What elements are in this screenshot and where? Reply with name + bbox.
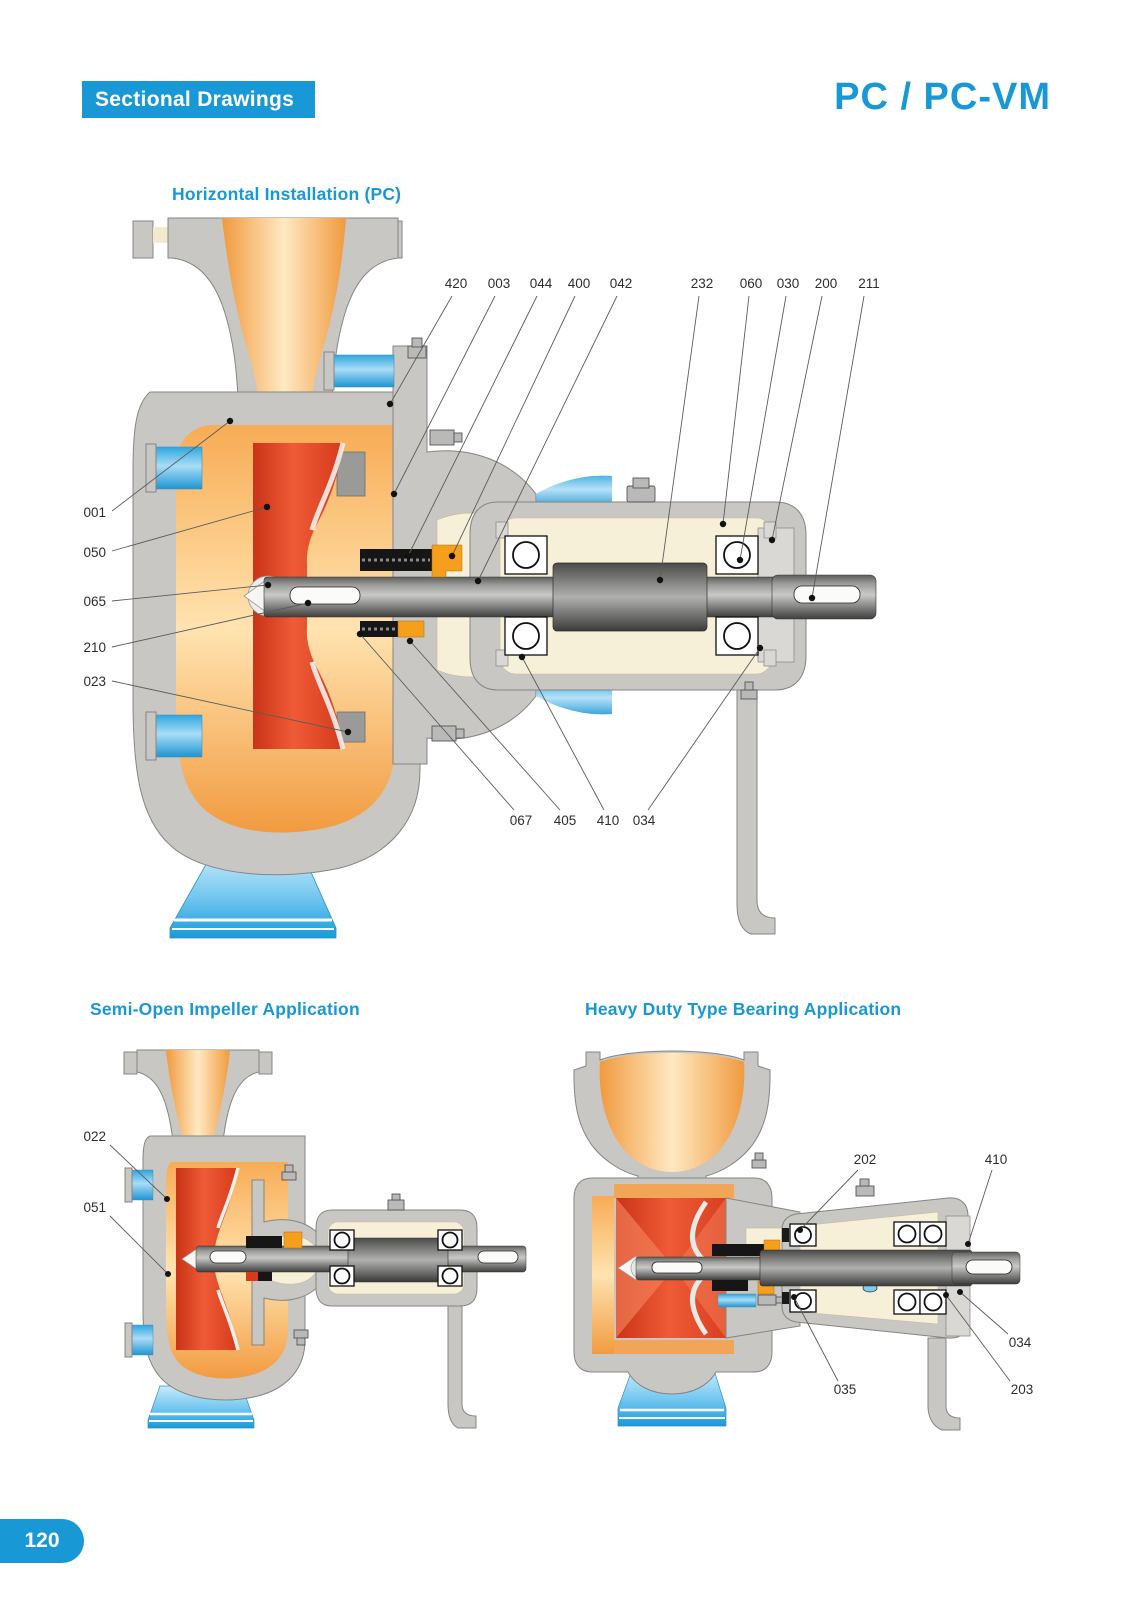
callout-410: 410 [985, 1152, 1008, 1167]
callout-232: 232 [691, 276, 714, 291]
callout-022: 022 [83, 1129, 106, 1144]
section-header-tag: Sectional Drawings [82, 81, 315, 118]
page-number: 120 [24, 1529, 60, 1552]
pump-shaft [635, 1239, 1021, 1295]
figure1-sectional-drawing: 420 003 044 400 042 232 060 030 200 211 … [83, 217, 880, 939]
figure3-title: Heavy Duty Type Bearing Application [585, 999, 902, 1019]
page-number-tab: 120 [0, 1519, 84, 1563]
suction-funnel [132, 217, 403, 429]
callout-410: 410 [597, 813, 620, 828]
callout-211: 211 [858, 276, 880, 291]
support-leg [447, 1305, 477, 1429]
callout-034: 034 [633, 813, 656, 828]
callout-051: 051 [83, 1200, 106, 1215]
callout-034: 034 [1009, 1335, 1032, 1350]
support-leg [736, 685, 776, 935]
support-leg [927, 1337, 961, 1431]
figure3-sectional-drawing: 202 410 035 203 034 [573, 1050, 1033, 1431]
callout-030: 030 [777, 276, 800, 291]
callout-405: 405 [554, 813, 577, 828]
discharge-pipe [329, 354, 395, 388]
callout-035: 035 [834, 1382, 857, 1397]
callout-001: 001 [83, 505, 106, 520]
callout-400: 400 [568, 276, 591, 291]
figure1-title: Horizontal Installation (PC) [172, 184, 402, 204]
figure2-title: Semi-Open Impeller Application [90, 999, 360, 1019]
callout-044: 044 [530, 276, 553, 291]
figure1-callouts: 420 003 044 400 042 232 060 030 200 211 … [83, 276, 879, 828]
casing-bolts [281, 1164, 309, 1346]
gland-packing [360, 549, 432, 571]
figure2-callouts: 022 051 [83, 1129, 171, 1277]
suction-flange-stubs [124, 1167, 154, 1358]
page-title: PC / PC-VM [834, 76, 1051, 118]
shaft-keyway-front [289, 586, 361, 605]
callout-065: 065 [83, 594, 106, 609]
callout-003: 003 [488, 276, 511, 291]
shaft-keyway-drive [793, 585, 861, 604]
callout-067: 067 [510, 813, 533, 828]
figure2-sectional-drawing: 022 051 [83, 1049, 527, 1429]
suction-bell [573, 1050, 771, 1187]
callout-023: 023 [83, 674, 106, 689]
callout-210: 210 [83, 640, 106, 655]
suction-funnel [123, 1049, 273, 1158]
callout-042: 042 [610, 276, 633, 291]
callout-203: 203 [1011, 1382, 1034, 1397]
ball-bearings [504, 535, 759, 656]
callout-060: 060 [740, 276, 763, 291]
callout-050: 050 [83, 545, 106, 560]
callout-200: 200 [815, 276, 838, 291]
figure3-callouts: 202 410 035 203 034 [791, 1152, 1033, 1397]
callout-420: 420 [445, 276, 468, 291]
ball-bearings [329, 1229, 463, 1287]
suction-flange-stubs [145, 351, 395, 761]
seal-gland [431, 544, 463, 578]
shaft-center-section [552, 562, 708, 632]
ball-bearings [782, 1221, 947, 1315]
callout-202: 202 [854, 1152, 877, 1167]
